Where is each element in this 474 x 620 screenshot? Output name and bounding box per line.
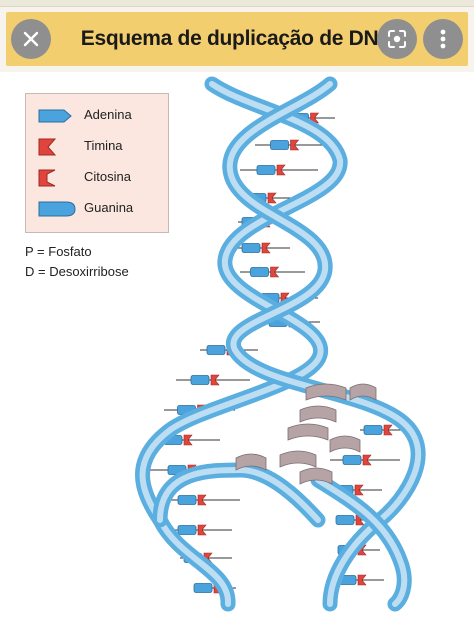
free-nucleotide-5 <box>329 435 361 453</box>
strand-highlight-2 <box>157 466 321 523</box>
legend-label-cytosine: Citosina <box>84 169 131 184</box>
more-vert-icon <box>440 29 446 49</box>
base-red-5 <box>261 242 271 254</box>
free-nucleotide-7 <box>235 453 267 471</box>
lens-button[interactable] <box>377 19 417 59</box>
thymine-shape-icon <box>38 138 56 156</box>
lens-icon <box>388 30 406 48</box>
top-bar: Esquema de duplicação de DNA <box>0 0 474 72</box>
page-title: Esquema de duplicação de DNA <box>80 27 394 50</box>
base-blue-18 <box>363 425 383 435</box>
base-red-2 <box>276 164 286 176</box>
base-blue-10 <box>190 375 210 385</box>
guanine-shape-icon <box>38 201 76 217</box>
legend-item-adenine: Adenina <box>26 104 168 128</box>
free-nucleotide-3 <box>279 450 317 468</box>
legend-item-cytosine: Citosina <box>26 166 168 190</box>
base-blue-15 <box>177 525 197 535</box>
base-blue-19 <box>342 455 362 465</box>
strand-0 <box>135 76 348 612</box>
base-blue-6 <box>250 267 269 277</box>
base-red-20 <box>354 484 364 496</box>
legend-label-adenine: Adenina <box>84 107 132 122</box>
close-button[interactable] <box>11 19 51 59</box>
base-red-23 <box>357 574 367 586</box>
dna-strands <box>135 76 426 612</box>
base-blue-21 <box>335 515 355 525</box>
base-blue-17 <box>193 583 213 593</box>
base-red-10 <box>210 374 220 386</box>
base-red-1 <box>290 139 300 151</box>
base-blue-2 <box>256 165 276 175</box>
free-nucleotide-2 <box>287 423 329 441</box>
free-nucleotide-1 <box>299 405 337 423</box>
phosphate-note: P = Fosfato <box>25 244 92 259</box>
more-button[interactable] <box>423 19 463 59</box>
close-icon <box>23 31 39 47</box>
cytosine-shape-icon <box>38 169 56 187</box>
base-blue-5 <box>241 243 261 253</box>
free-nucleotide-4 <box>299 467 333 485</box>
strand-highlight-3 <box>315 477 408 607</box>
free-nucleotides <box>235 383 377 485</box>
legend-item-guanine: Guanina <box>26 197 168 221</box>
top-strip <box>0 0 474 7</box>
free-nucleotide-6 <box>349 383 377 401</box>
base-red-12 <box>183 434 193 446</box>
base-red-14 <box>197 494 207 506</box>
base-red-3 <box>267 192 277 204</box>
legend-item-thymine: Timina <box>26 135 168 159</box>
base-red-15 <box>197 524 207 536</box>
adenine-shape-icon <box>38 109 72 123</box>
base-blue-14 <box>177 495 197 505</box>
legend-label-thymine: Timina <box>84 138 123 153</box>
base-blue-1 <box>270 140 289 150</box>
base-blue-9 <box>206 345 226 355</box>
deoxyribose-note: D = Desoxirribose <box>25 264 129 279</box>
base-red-18 <box>383 424 393 436</box>
free-nucleotide-0 <box>305 383 347 401</box>
base-red-6 <box>270 266 280 278</box>
base-red-19 <box>362 454 372 466</box>
strand-highlight-1 <box>226 81 422 607</box>
legend: Adenina Timina Citosina Guanina <box>25 93 169 233</box>
dna-replication-diagram <box>135 76 426 612</box>
legend-label-guanine: Guanina <box>84 200 134 215</box>
